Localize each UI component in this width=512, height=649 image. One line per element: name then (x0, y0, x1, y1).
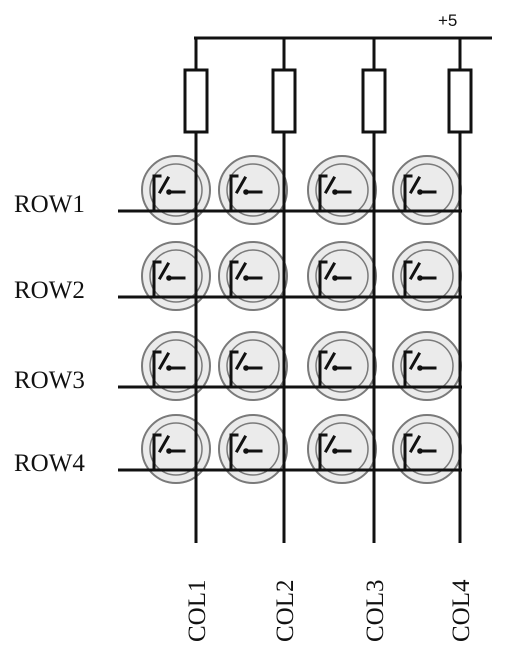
key-outer-ring (218, 155, 288, 225)
key-inner-ring (315, 249, 369, 303)
key-outer-ring (218, 241, 288, 311)
switch-contact-dot (417, 365, 423, 371)
column-label-1: COL1 (184, 580, 211, 643)
switch-contact-dot (417, 275, 423, 281)
key-inner-ring (400, 422, 454, 476)
switch-contact-dot (166, 448, 172, 454)
switch-contact-dot (166, 275, 172, 281)
key-outer-ring (218, 331, 288, 401)
switch-contact-dot (332, 365, 338, 371)
resistor-1 (183, 68, 209, 134)
key-switch-r1-c3 (307, 155, 377, 225)
key-switch-r2-c1 (141, 241, 211, 311)
key-outer-ring (307, 155, 377, 225)
key-switch-r3-c1 (141, 331, 211, 401)
key-switch-r2-c3 (307, 241, 377, 311)
key-switch-r4-c3 (307, 414, 377, 484)
key-outer-ring (218, 414, 288, 484)
key-outer-ring (392, 331, 462, 401)
row-label-3: ROW3 (14, 367, 85, 394)
switch-contact-dot (332, 275, 338, 281)
resistor-3 (361, 68, 387, 134)
column-label-3: COL3 (362, 580, 389, 643)
key-switch-r4-c4 (392, 414, 462, 484)
key-inner-ring (149, 249, 203, 303)
switch-contact-dot (166, 189, 172, 195)
resistor-4 (447, 68, 473, 134)
resistor-2 (271, 68, 297, 134)
row-label-4: ROW4 (14, 450, 85, 477)
switch-contact-dot (332, 448, 338, 454)
key-switch-grid (141, 155, 462, 484)
switch-contact-dot (417, 189, 423, 195)
key-outer-ring (141, 241, 211, 311)
key-inner-ring (400, 339, 454, 393)
key-inner-ring (400, 163, 454, 217)
row-lines (118, 209, 462, 472)
key-switch-r4-c2 (218, 414, 288, 484)
supply-label: +5 (438, 11, 457, 30)
column-label-2: COL2 (272, 580, 299, 643)
key-outer-ring (392, 414, 462, 484)
key-inner-ring (149, 163, 203, 217)
key-inner-ring (315, 339, 369, 393)
row-label-2: ROW2 (14, 277, 85, 304)
key-switch-r2-c2 (218, 241, 288, 311)
key-switch-r2-c4 (392, 241, 462, 311)
key-switch-r3-c2 (218, 331, 288, 401)
key-outer-ring (307, 414, 377, 484)
key-outer-ring (141, 155, 211, 225)
switch-contact-dot (243, 448, 249, 454)
key-outer-ring (141, 414, 211, 484)
pull-up-resistors (183, 68, 473, 134)
switch-contact-dot (243, 189, 249, 195)
row-label-1: ROW1 (14, 191, 85, 218)
key-switch-r1-c4 (392, 155, 462, 225)
key-outer-ring (307, 331, 377, 401)
key-switch-r4-c1 (141, 414, 211, 484)
key-switch-r3-c3 (307, 331, 377, 401)
switch-contact-dot (166, 365, 172, 371)
key-inner-ring (226, 249, 280, 303)
key-outer-ring (307, 241, 377, 311)
key-inner-ring (149, 422, 203, 476)
switch-contact-dot (243, 275, 249, 281)
key-outer-ring (392, 155, 462, 225)
key-inner-ring (400, 249, 454, 303)
key-inner-ring (226, 339, 280, 393)
key-inner-ring (315, 163, 369, 217)
key-inner-ring (226, 163, 280, 217)
key-outer-ring (392, 241, 462, 311)
key-switch-r3-c4 (392, 331, 462, 401)
switch-contact-dot (332, 189, 338, 195)
key-inner-ring (315, 422, 369, 476)
key-inner-ring (226, 422, 280, 476)
column-label-4: COL4 (448, 579, 475, 642)
key-outer-ring (141, 331, 211, 401)
key-switch-r1-c1 (141, 155, 211, 225)
switch-contact-dot (243, 365, 249, 371)
key-inner-ring (149, 339, 203, 393)
switch-contact-dot (417, 448, 423, 454)
key-switch-r1-c2 (218, 155, 288, 225)
column-labels: COL1 COL2 COL3 COL4 (184, 579, 475, 642)
